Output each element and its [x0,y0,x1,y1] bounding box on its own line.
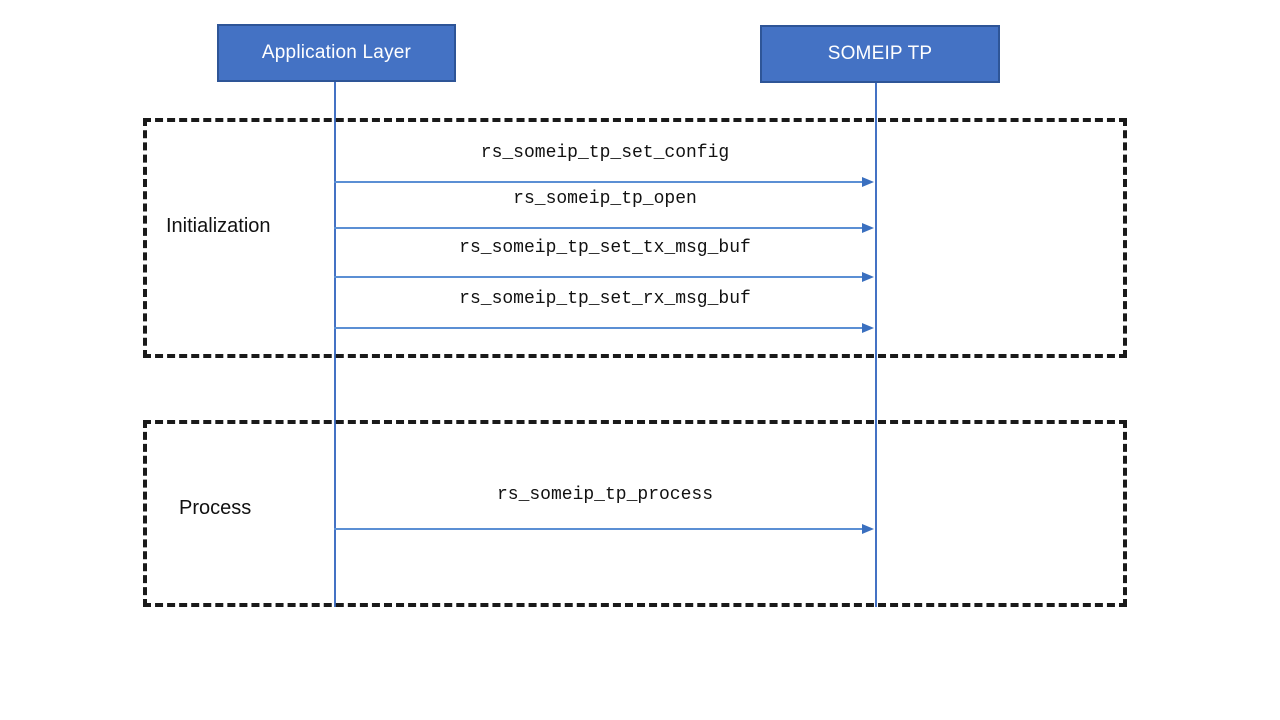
fragment-process-label: Process [179,497,252,519]
message-open-line [334,227,866,229]
participant-someip-tp-label: SOMEIP TP [827,43,933,64]
arrow-head-icon [862,272,874,282]
arrow-head-icon [862,323,874,333]
participant-application-layer[interactable]: Application Layer [217,24,456,82]
message-set-rx-msg-buf-label: rs_someip_tp_set_rx_msg_buf [459,289,751,309]
message-process-label: rs_someip_tp_process [496,485,714,505]
message-process-line [334,528,866,530]
lifeline-someip-tp [875,83,877,607]
fragment-process[interactable] [143,420,1127,607]
message-set-config-label: rs_someip_tp_set_config [480,143,730,163]
message-set-rx-msg-buf-line [334,327,866,329]
participant-application-layer-label: Application Layer [261,42,412,63]
participant-someip-tp[interactable]: SOMEIP TP [760,25,1000,83]
arrow-head-icon [862,177,874,187]
message-set-config-line [334,181,866,183]
lifeline-application-layer [334,82,336,607]
message-set-tx-msg-buf-label: rs_someip_tp_set_tx_msg_buf [459,238,751,258]
arrow-head-icon [862,524,874,534]
fragment-initialization-label: Initialization [166,215,271,237]
message-open-label: rs_someip_tp_open [513,189,697,209]
fragment-initialization[interactable] [143,118,1127,358]
message-set-tx-msg-buf-line [334,276,866,278]
arrow-head-icon [862,223,874,233]
